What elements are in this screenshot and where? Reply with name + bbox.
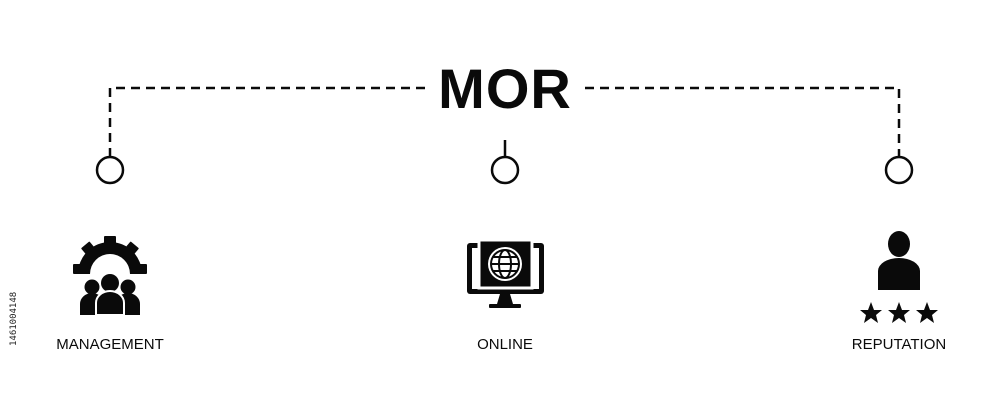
node-circle-management <box>95 155 125 185</box>
node-label-reputation: REPUTATION <box>851 336 947 353</box>
connector-right <box>585 86 901 157</box>
stock-id-text: 1461004148 <box>9 291 19 346</box>
monitor-globe-icon <box>467 238 544 308</box>
node-circle-online <box>490 155 520 185</box>
node-label-management: MANAGEMENT <box>56 336 164 353</box>
team-gear-icon <box>73 236 147 316</box>
node-circle-reputation <box>884 155 914 185</box>
diagram-title: MOR <box>438 57 572 120</box>
node-label-online: ONLINE <box>477 336 533 353</box>
person-rating-icon <box>860 231 938 323</box>
connector-lines <box>108 86 901 157</box>
connector-left <box>108 86 425 157</box>
